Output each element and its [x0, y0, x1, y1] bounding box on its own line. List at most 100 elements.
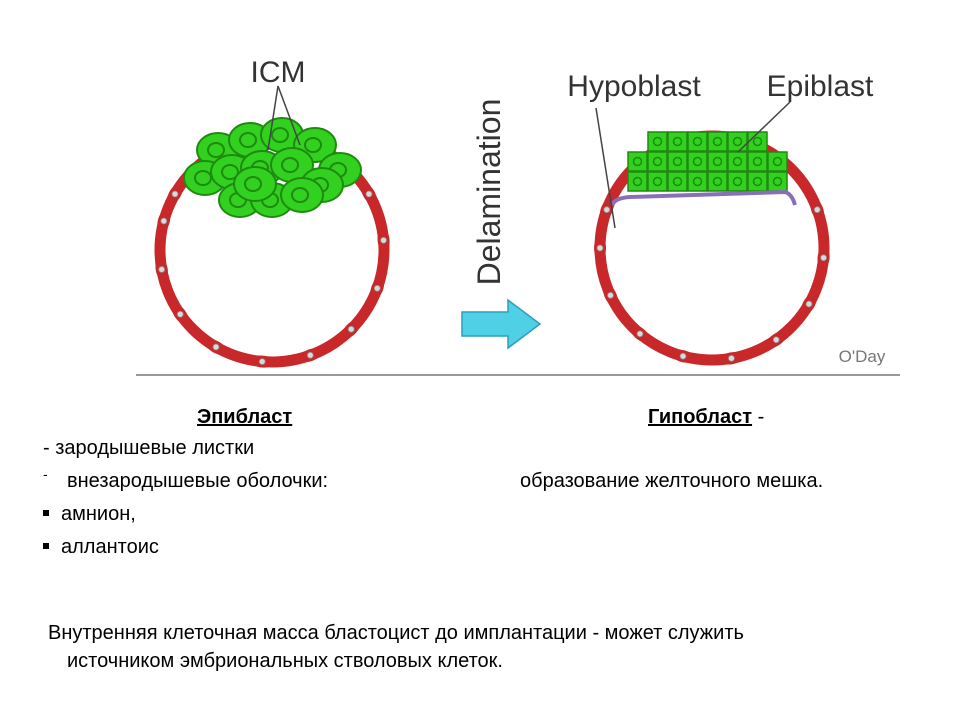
footer-line-2: источником эмбриональных стволовых клето…: [67, 650, 503, 672]
hypoblast-title-suffix: -: [752, 406, 765, 428]
icm-nucleus: [244, 176, 262, 192]
epiblast-cell: [747, 131, 768, 152]
nucleus: [373, 284, 381, 292]
footer-line-1: Внутренняя клеточная масса бластоцист до…: [48, 622, 744, 644]
epiblast-cell: [647, 151, 668, 172]
epiblast-cell: [627, 171, 648, 192]
epiblast-cells: [627, 131, 788, 192]
epiblast-nucleus: [652, 136, 663, 147]
nucleus: [347, 325, 355, 333]
epiblast-nucleus: [772, 156, 783, 167]
list-item-amnion: амнион,: [43, 502, 136, 526]
delamination-arrow: Delamination: [461, 99, 542, 350]
nucleus: [805, 300, 813, 308]
icm-nucleus: [194, 170, 212, 186]
epiblast-nucleus: [712, 136, 723, 147]
nucleus: [772, 336, 780, 344]
epiblast-nucleus: [752, 176, 763, 187]
square-bullet-icon: [43, 509, 49, 516]
icm-leader-line: [267, 85, 279, 151]
nucleus: [380, 236, 387, 244]
trophoblast-nuclei-left: [155, 184, 390, 368]
nucleus: [160, 217, 168, 225]
epiblast-line-membranes: внезародышевые оболочки:: [67, 470, 329, 492]
epiblast-cell: [667, 151, 688, 172]
hypoblast-layer: [610, 189, 797, 206]
epiblast-nucleus: [632, 156, 643, 167]
epiblast-cell: [667, 131, 688, 152]
epiblast-nucleus: [752, 156, 763, 167]
epiblast-label: Epiblast: [767, 70, 874, 103]
epiblast-cell: [627, 151, 648, 172]
dash-bullet: -: [43, 466, 48, 482]
nucleus: [365, 190, 373, 198]
epiblast-nucleus: [732, 156, 743, 167]
epiblast-title: Эпибласт: [197, 406, 293, 428]
epiblast-nucleus: [692, 136, 703, 147]
nucleus: [603, 206, 611, 214]
epiblast-nucleus: [632, 176, 643, 187]
icm-nucleus: [239, 132, 257, 148]
nucleus: [636, 330, 644, 338]
epiblast-cell: [727, 171, 748, 192]
left-blastocyst: ICM: [154, 56, 390, 368]
icm-nucleus: [221, 164, 239, 180]
nucleus: [258, 358, 266, 365]
epiblast-nucleus: [652, 176, 663, 187]
nucleus: [679, 352, 687, 360]
epiblast-cell: [727, 151, 748, 172]
epiblast-cell: [647, 131, 668, 152]
icm-nucleus: [291, 187, 309, 203]
icm-nucleus: [207, 142, 225, 158]
icm-cluster: [183, 117, 362, 218]
arrow-icon: [461, 298, 542, 350]
blastocyst-diagram: ICM Delamination Hypoblast Epiblast O'Da…: [136, 56, 900, 376]
hypoblast-title: Гипобласт: [648, 406, 753, 428]
allantois-label: аллантоис: [61, 536, 159, 558]
epiblast-cell: [687, 171, 708, 192]
epiblast-nucleus: [692, 156, 703, 167]
epiblast-cell: [727, 131, 748, 152]
epiblast-leader-line: [737, 101, 791, 153]
hypoblast-description: образование желточного мешка.: [520, 470, 824, 492]
epiblast-cell: [647, 171, 668, 192]
credit-label: O'Day: [839, 347, 886, 366]
epiblast-cell: [667, 171, 688, 192]
amnion-label: амнион,: [61, 503, 136, 525]
epiblast-nucleus: [752, 136, 763, 147]
nucleus: [306, 351, 314, 359]
epiblast-nucleus: [732, 176, 743, 187]
icm-leader-line: [277, 85, 301, 146]
nucleus: [212, 343, 220, 351]
icm-cell: [233, 166, 277, 202]
icm-nucleus: [271, 127, 289, 143]
icm-nucleus: [304, 137, 322, 153]
epiblast-nucleus: [772, 176, 783, 187]
epiblast-cell: [707, 131, 728, 152]
right-blastocyst: Hypoblast Epiblast: [567, 70, 874, 366]
icm-label: ICM: [251, 56, 306, 89]
nucleus: [813, 206, 821, 214]
epiblast-cell: [767, 171, 788, 192]
epiblast-nucleus: [672, 136, 683, 147]
nucleus: [607, 291, 614, 299]
nucleus: [171, 190, 179, 198]
epiblast-cell: [747, 171, 768, 192]
hypoblast-label: Hypoblast: [567, 70, 701, 103]
list-item-allantois: аллантоис: [43, 535, 159, 559]
nucleus: [176, 310, 184, 318]
epiblast-cell: [767, 151, 788, 172]
epiblast-nucleus: [692, 176, 703, 187]
square-bullet-icon: [43, 542, 49, 549]
nucleus: [728, 354, 735, 362]
epiblast-nucleus: [652, 156, 663, 167]
epiblast-nucleus: [712, 176, 723, 187]
icm-cell: [280, 177, 324, 213]
epiblast-line-germ-layers: - зародышевые листки: [43, 437, 255, 459]
epiblast-cell: [707, 151, 728, 172]
epiblast-cell: [687, 151, 708, 172]
nucleus: [158, 266, 166, 273]
epiblast-cell: [707, 171, 728, 192]
delamination-label: Delamination: [471, 99, 507, 286]
icm-nucleus: [281, 157, 299, 173]
